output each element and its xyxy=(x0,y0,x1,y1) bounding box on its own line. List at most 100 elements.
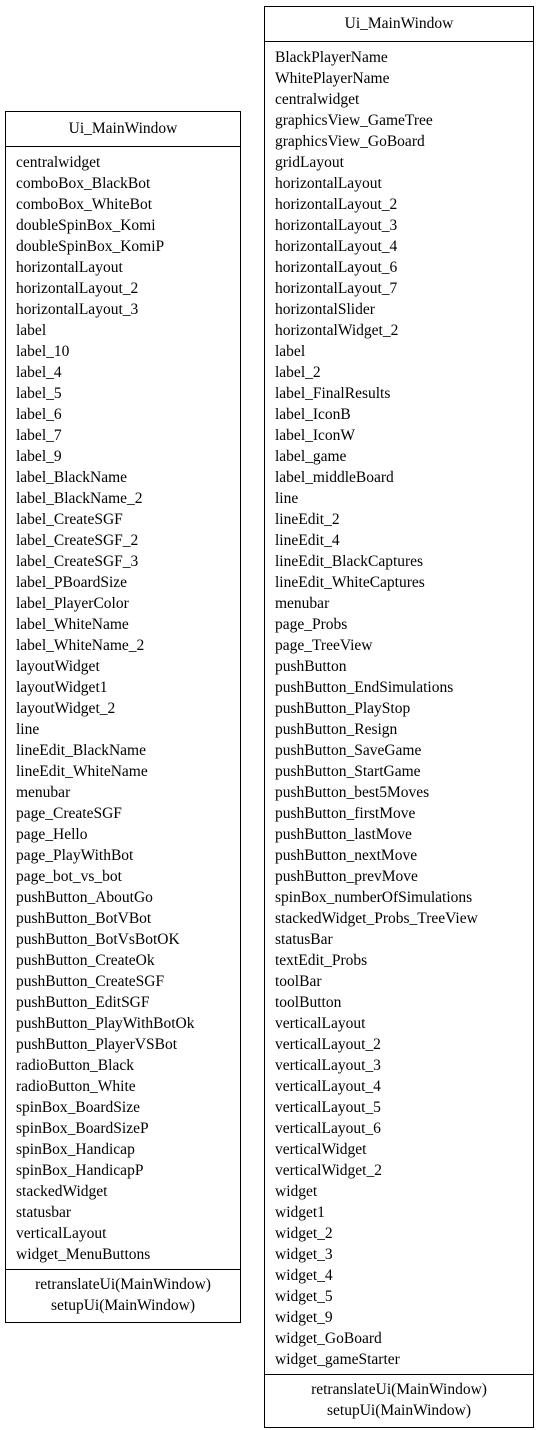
attribute-item: pushButton_PlayStop xyxy=(275,700,411,717)
attribute-item: pushButton_AboutGo xyxy=(16,889,153,906)
attribute-item: WhitePlayerName xyxy=(275,70,390,87)
attribute-item: label_game xyxy=(275,448,347,465)
attribute-item: widget1 xyxy=(275,1204,325,1221)
attribute-item: verticalLayout xyxy=(275,1015,366,1032)
attribute-item: horizontalLayout_3 xyxy=(275,217,398,234)
attribute-item: page_TreeView xyxy=(275,637,373,654)
attribute-item: horizontalLayout_2 xyxy=(16,280,139,297)
attribute-item: verticalLayout xyxy=(16,1225,107,1242)
method-item: setupUi(MainWindow) xyxy=(326,1402,472,1419)
attribute-item: pushButton_EndSimulations xyxy=(275,679,454,696)
attribute-item: comboBox_BlackBot xyxy=(16,175,151,192)
attribute-item: comboBox_WhiteBot xyxy=(16,196,153,213)
attribute-item: label_2 xyxy=(275,364,321,381)
attribute-item: label_7 xyxy=(16,427,62,444)
attribute-item: page_bot_vs_bot xyxy=(16,868,122,885)
attribute-item: pushButton_Resign xyxy=(275,721,398,738)
attribute-item: label_IconB xyxy=(275,406,351,423)
attribute-item: doubleSpinBox_Komi xyxy=(16,217,156,234)
attribute-item: statusBar xyxy=(275,931,333,948)
attribute-item: label_WhiteName xyxy=(16,616,129,633)
attribute-item: label_middleBoard xyxy=(275,469,394,486)
attribute-item: label_BlackName_2 xyxy=(16,490,143,507)
attribute-item: label_10 xyxy=(16,343,70,360)
attribute-item: BlackPlayerName xyxy=(275,49,388,66)
attribute-item: label_CreateSGF_2 xyxy=(16,532,139,549)
method-list: retranslateUi(MainWindow) setupUi(MainWin… xyxy=(6,1270,240,1322)
method-item: retranslateUi(MainWindow) xyxy=(35,1276,211,1293)
attribute-item: textEdit_Probs xyxy=(275,952,368,969)
attribute-item: toolBar xyxy=(275,973,322,990)
attribute-item: label_WhiteName_2 xyxy=(16,637,145,654)
attribute-item: verticalLayout_3 xyxy=(275,1057,381,1074)
method-item: retranslateUi(MainWindow) xyxy=(311,1381,487,1398)
attribute-item: pushButton_prevMove xyxy=(275,868,418,885)
attribute-item: label_PBoardSize xyxy=(16,574,128,591)
attribute-item: verticalLayout_4 xyxy=(275,1078,381,1095)
attribute-item: pushButton_lastMove xyxy=(275,826,412,843)
attribute-item: pushButton_BotVsBotOK xyxy=(16,931,180,948)
attribute-item: lineEdit_2 xyxy=(275,511,340,528)
attribute-item: page_Hello xyxy=(16,826,88,843)
attribute-item: layoutWidget_2 xyxy=(16,700,116,717)
class-name: Ui_MainWindow xyxy=(265,7,533,42)
attribute-item: stackedWidget xyxy=(16,1183,108,1200)
attribute-item: widget_2 xyxy=(275,1225,333,1242)
attribute-item: horizontalWidget_2 xyxy=(275,322,399,339)
attribute-item: graphicsView_GameTree xyxy=(275,112,433,129)
attribute-item: horizontalLayout_7 xyxy=(275,280,398,297)
attribute-item: lineEdit_BlackName xyxy=(16,742,146,759)
attribute-item: spinBox_Handicap xyxy=(16,1141,135,1158)
attribute-item: pushButton_nextMove xyxy=(275,847,418,864)
attribute-item: menubar xyxy=(275,595,330,612)
attribute-item: widget_MenuButtons xyxy=(16,1246,151,1263)
attribute-item: widget_GoBoard xyxy=(275,1330,382,1347)
attribute-item: label_BlackName xyxy=(16,469,128,486)
attribute-item: verticalLayout_6 xyxy=(275,1120,381,1137)
attribute-item: label xyxy=(275,343,306,360)
attribute-item: label_4 xyxy=(16,364,62,381)
attribute-item: horizontalLayout xyxy=(16,259,123,276)
attribute-item: lineEdit_WhiteCaptures xyxy=(275,574,425,591)
attribute-item: horizontalLayout_2 xyxy=(275,196,398,213)
attribute-item: toolButton xyxy=(275,994,342,1011)
attribute-item: doubleSpinBox_KomiP xyxy=(16,238,165,255)
attribute-item: page_Probs xyxy=(275,616,348,633)
attribute-item: stackedWidget_Probs_TreeView xyxy=(275,910,478,927)
class-name: Ui_MainWindow xyxy=(6,112,240,147)
attribute-item: lineEdit_4 xyxy=(275,532,340,549)
method-item: setupUi(MainWindow) xyxy=(50,1297,196,1314)
uml-class-ui-mainwindow-left: Ui_MainWindow centralwidget comboBox_Blac… xyxy=(5,111,241,1323)
attribute-item: label_5 xyxy=(16,385,62,402)
attribute-item: spinBox_BoardSize xyxy=(16,1099,140,1116)
attribute-item: page_CreateSGF xyxy=(16,805,122,822)
attribute-item: pushButton_StartGame xyxy=(275,763,421,780)
attribute-item: lineEdit_WhiteName xyxy=(16,763,148,780)
attribute-item: menubar xyxy=(16,784,71,801)
attribute-item: page_PlayWithBot xyxy=(16,847,134,864)
attribute-item: pushButton_firstMove xyxy=(275,805,416,822)
attribute-item: horizontalLayout_4 xyxy=(275,238,398,255)
attribute-item: label_9 xyxy=(16,448,62,465)
attribute-item: gridLayout xyxy=(275,154,344,171)
attribute-item: pushButton_CreateOk xyxy=(16,952,155,969)
attribute-item: line xyxy=(275,490,299,507)
attribute-item: statusbar xyxy=(16,1204,72,1221)
attribute-item: widget_3 xyxy=(275,1246,333,1263)
attribute-item: pushButton_BotVBot xyxy=(16,910,152,927)
attribute-item: pushButton_best5Moves xyxy=(275,784,430,801)
attribute-item: label_CreateSGF_3 xyxy=(16,553,139,570)
attribute-item: pushButton_SaveGame xyxy=(275,742,422,759)
attribute-item: verticalLayout_2 xyxy=(275,1036,381,1053)
attribute-item: layoutWidget1 xyxy=(16,679,108,696)
attribute-item: label_PlayerColor xyxy=(16,595,129,612)
attribute-item: graphicsView_GoBoard xyxy=(275,133,425,150)
attribute-item: centralwidget xyxy=(16,154,101,171)
attribute-item: spinBox_numberOfSimulations xyxy=(275,889,473,906)
attribute-item: widget_9 xyxy=(275,1309,333,1326)
attribute-item: verticalLayout_5 xyxy=(275,1099,381,1116)
attribute-item: pushButton xyxy=(275,658,347,675)
attribute-item: spinBox_HandicapP xyxy=(16,1162,144,1179)
